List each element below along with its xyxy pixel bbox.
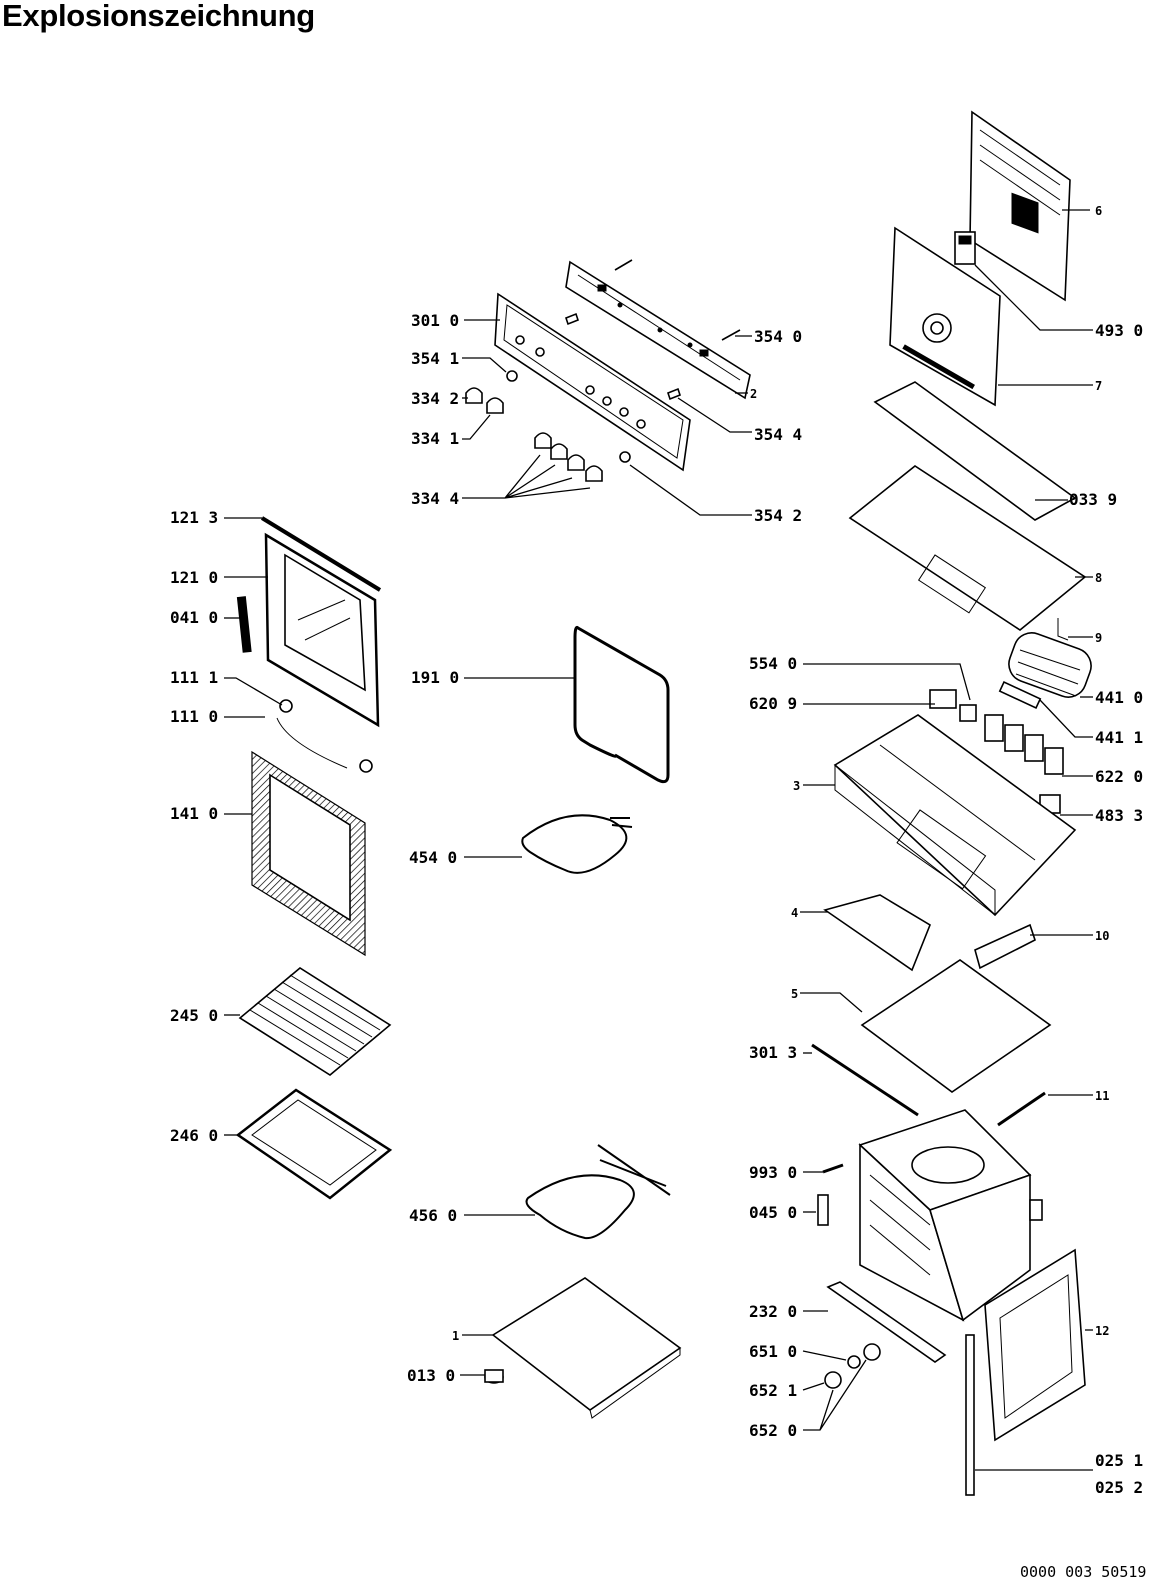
label-12: 12 <box>1095 1324 1109 1338</box>
side-screw <box>817 1163 844 1226</box>
bottom-plate-1 <box>491 1277 682 1419</box>
strip-3013 <box>811 1043 919 1117</box>
label-0251: 025 1 <box>1095 1451 1143 1470</box>
label-6: 6 <box>1095 204 1102 218</box>
deflector-4 <box>823 894 931 972</box>
insulation-mat <box>873 381 1077 521</box>
control-knobs <box>465 387 603 482</box>
label-5: 5 <box>791 987 798 1001</box>
label-3344: 334 4 <box>411 489 459 508</box>
hinge-bar <box>965 1334 975 1496</box>
label-11: 11 <box>1095 1089 1109 1103</box>
switch-block <box>929 689 1064 814</box>
label-3544: 354 4 <box>754 425 802 444</box>
label-10: 10 <box>1095 929 1109 943</box>
hinge-parts <box>276 699 373 773</box>
label-2: 2 <box>750 387 757 401</box>
label-8: 8 <box>1095 571 1102 585</box>
label-9: 9 <box>1095 631 1102 645</box>
terminal-strip <box>998 680 1042 710</box>
label-0450: 045 0 <box>749 1203 797 1222</box>
label-3541: 354 1 <box>411 349 459 368</box>
strip-11 <box>997 1091 1046 1127</box>
bottom-plate-5 <box>860 959 1052 1093</box>
label-3341: 334 1 <box>411 429 459 448</box>
label-1110: 111 0 <box>170 707 218 726</box>
label-3013: 301 3 <box>749 1043 797 1062</box>
label-4930: 493 0 <box>1095 321 1143 340</box>
label-1213: 121 3 <box>170 508 218 527</box>
rear-wall <box>889 226 1001 407</box>
bracket-10 <box>974 923 1036 970</box>
label-4560: 456 0 <box>409 1206 457 1225</box>
label-0410: 041 0 <box>170 608 218 627</box>
baking-tray-2460 <box>235 1088 393 1200</box>
label-4410: 441 0 <box>1095 688 1143 707</box>
label-3342: 334 2 <box>411 389 459 408</box>
oven-door-frame-12 <box>984 1248 1086 1442</box>
label-0130: 013 0 <box>407 1366 455 1385</box>
label-6520: 652 0 <box>749 1421 797 1440</box>
label-3010: 301 0 <box>411 311 459 330</box>
label-6510: 651 0 <box>749 1342 797 1361</box>
heating-element-4560 <box>525 1144 671 1240</box>
label-1410: 141 0 <box>170 804 218 823</box>
label-1210: 121 0 <box>170 568 218 587</box>
housing-frame <box>833 714 1077 917</box>
door-handle-clip <box>236 596 252 653</box>
foot-0130 <box>484 1369 504 1384</box>
document-number: 0000 003 50519 <box>1020 1563 1146 1581</box>
page-title: Explosionszeichnung <box>2 0 315 33</box>
label-1910: 191 0 <box>411 668 459 687</box>
oven-cavity <box>858 1109 1043 1322</box>
label-3: 3 <box>793 779 800 793</box>
label-1: 1 <box>452 1329 459 1343</box>
control-panel-front <box>494 292 691 472</box>
label-2450: 245 0 <box>170 1006 218 1025</box>
inner-door-frame <box>264 532 380 728</box>
label-2320: 232 0 <box>749 1302 797 1321</box>
trim-2320 <box>826 1281 947 1363</box>
label-2460: 246 0 <box>170 1126 218 1145</box>
label-3542: 354 2 <box>754 506 802 525</box>
label-3540: 354 0 <box>754 327 802 346</box>
label-9930: 993 0 <box>749 1163 797 1182</box>
heating-element-4540 <box>521 814 633 874</box>
small-knobs <box>824 1343 881 1389</box>
label-6521: 652 1 <box>749 1381 797 1400</box>
label-4540: 454 0 <box>409 848 457 867</box>
outer-door-glass <box>251 750 366 957</box>
label-4833: 483 3 <box>1095 806 1143 825</box>
fan-motor <box>1008 618 1092 698</box>
rear-cover-panel <box>969 110 1071 302</box>
door-seal-1910 <box>573 626 670 784</box>
label-4: 4 <box>791 906 798 920</box>
control-panel-back <box>565 260 751 400</box>
label-5540: 554 0 <box>749 654 797 673</box>
label-4411: 441 1 <box>1095 728 1143 747</box>
label-0339: 033 9 <box>1069 490 1117 509</box>
leader-lines <box>224 209 1093 1471</box>
thermostat-block <box>954 231 976 265</box>
door-top-strip <box>260 516 382 592</box>
label-0252: 025 2 <box>1095 1478 1143 1497</box>
label-6220: 622 0 <box>1095 767 1143 786</box>
wire-rack-2450 <box>238 967 392 1076</box>
label-7: 7 <box>1095 379 1102 393</box>
label-6209: 620 9 <box>749 694 797 713</box>
part-labels: 301 0 354 1 334 2 334 1 334 4 354 0 2 35… <box>170 204 1143 1497</box>
label-1111: 111 1 <box>170 668 218 687</box>
screw-parts <box>506 259 741 463</box>
